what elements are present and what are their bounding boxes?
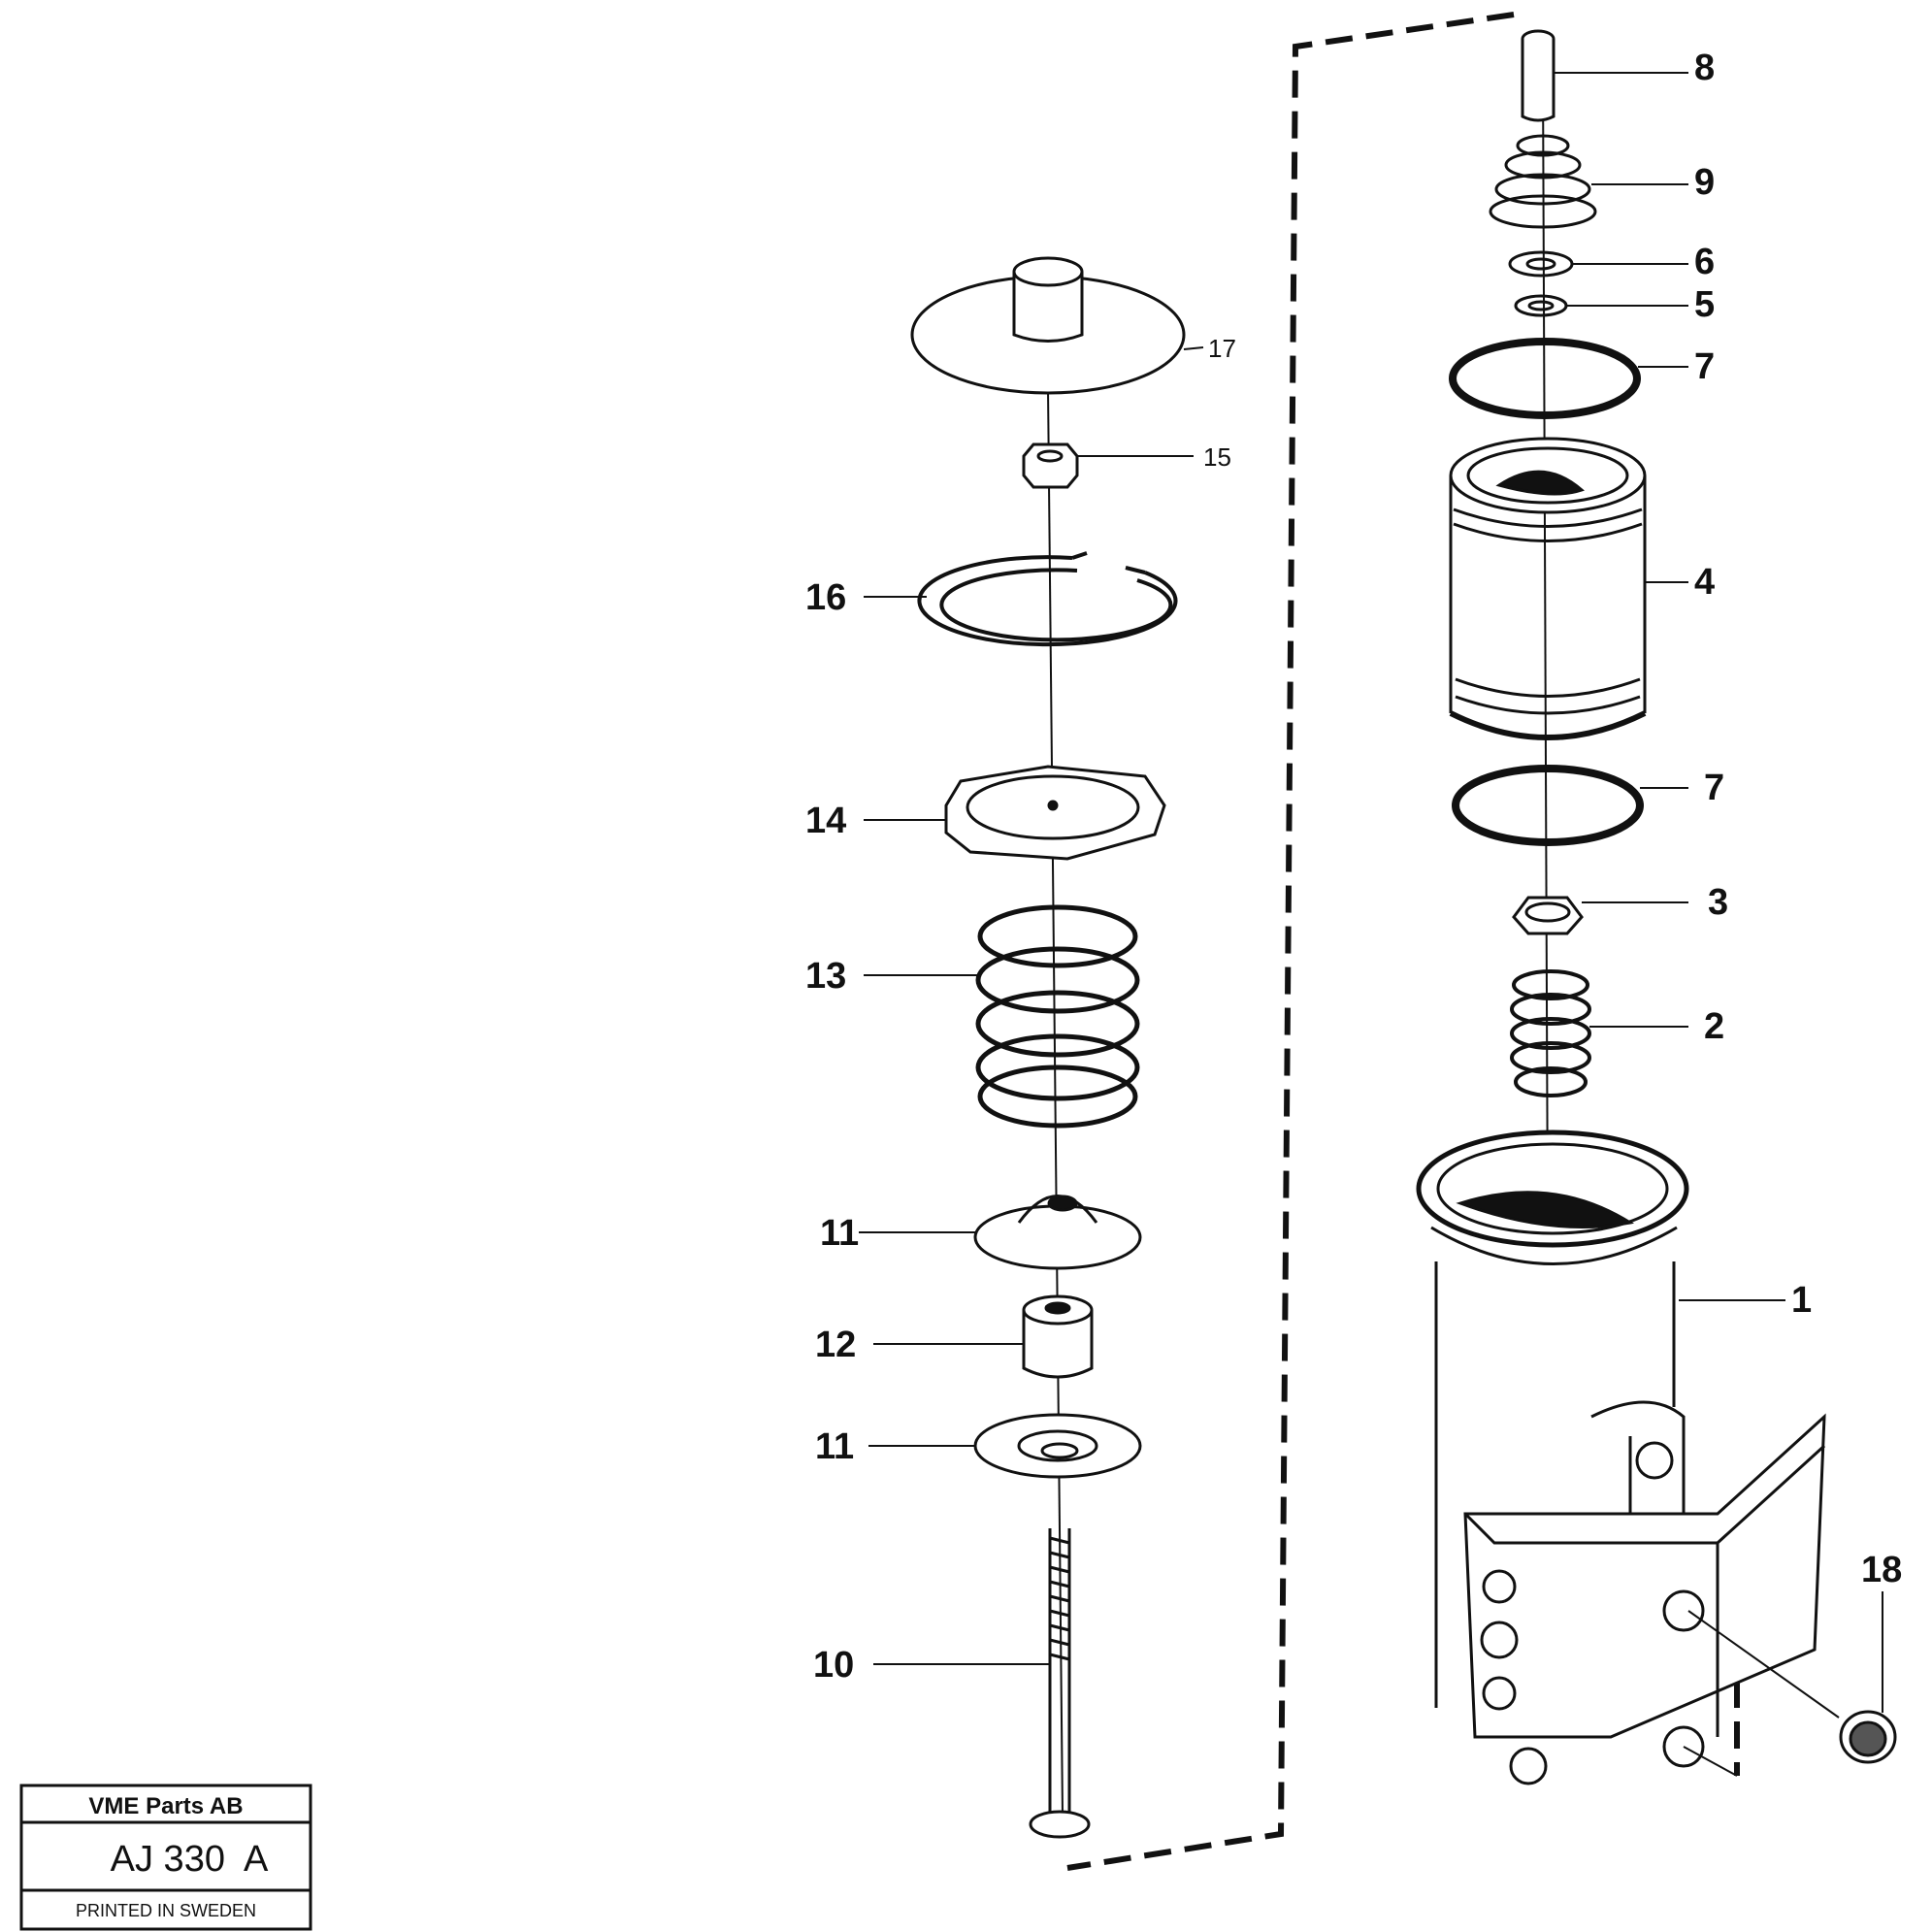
- callout-10: 10: [813, 1645, 854, 1686]
- callout-1: 1: [1791, 1280, 1812, 1321]
- callout-7-upper: 7: [1694, 346, 1715, 387]
- callout-5: 5: [1694, 284, 1715, 325]
- title-drawing-number: AJ 330 A: [111, 1839, 269, 1880]
- callout-8: 8: [1694, 48, 1715, 88]
- part-9-spring: [1489, 134, 1597, 229]
- leader-lines: [859, 72, 1883, 1713]
- callout-11-upper: 11: [820, 1213, 859, 1254]
- part-7-o-ring-lower: [1452, 765, 1644, 846]
- callout-2: 2: [1704, 1006, 1724, 1047]
- part-13-spring: [975, 904, 1140, 1129]
- callout-3: 3: [1708, 882, 1728, 923]
- callout-4: 4: [1694, 562, 1715, 603]
- part-15-nut: [1022, 442, 1079, 489]
- part-5-washer: [1514, 294, 1568, 317]
- callout-9: 9: [1694, 162, 1715, 203]
- right-axis-line: [1542, 67, 1549, 1233]
- title-block: VME Parts AB AJ 330 A PRINTED IN SWEDEN: [19, 1784, 312, 1931]
- callout-14: 14: [805, 801, 846, 841]
- left-axis-line: [1047, 387, 1064, 1816]
- callout-17: 17: [1208, 334, 1236, 363]
- callout-12: 12: [815, 1325, 856, 1365]
- part-11-cup-upper: [973, 1195, 1142, 1270]
- part-8-pin: [1521, 29, 1555, 122]
- title-company: VME Parts AB: [88, 1793, 243, 1819]
- part-11-cup-lower: [973, 1413, 1142, 1479]
- part-2-spring: [1510, 969, 1591, 1097]
- part-14-plate: [944, 765, 1166, 861]
- callout-15: 15: [1203, 442, 1231, 472]
- part-4-cylinder-liner: [1449, 437, 1647, 740]
- part-16-snap-ring: [917, 551, 1178, 647]
- part-3-clip: [1512, 896, 1584, 935]
- callout-16: 16: [805, 577, 846, 618]
- part-6-washer: [1508, 250, 1574, 278]
- callout-6: 6: [1694, 242, 1715, 282]
- part-10-bolt: [1029, 1528, 1091, 1839]
- callout-11-lower: 11: [815, 1426, 854, 1467]
- part-17-cover: [910, 256, 1186, 395]
- callout-labels: 8 9 6 5 7 4 7 3 2 1 18 17 15 16 14 13 11…: [805, 48, 1902, 1686]
- part-12-bushing: [1022, 1294, 1094, 1379]
- callout-13: 13: [805, 956, 846, 997]
- part-18-plug: [1683, 1610, 1897, 1777]
- callout-18: 18: [1861, 1550, 1902, 1590]
- part-1-valve-housing: [1416, 1130, 1826, 1785]
- callout-7-lower: 7: [1704, 768, 1724, 808]
- title-printed: PRINTED IN SWEDEN: [76, 1901, 256, 1920]
- part-7-o-ring-upper: [1449, 338, 1641, 419]
